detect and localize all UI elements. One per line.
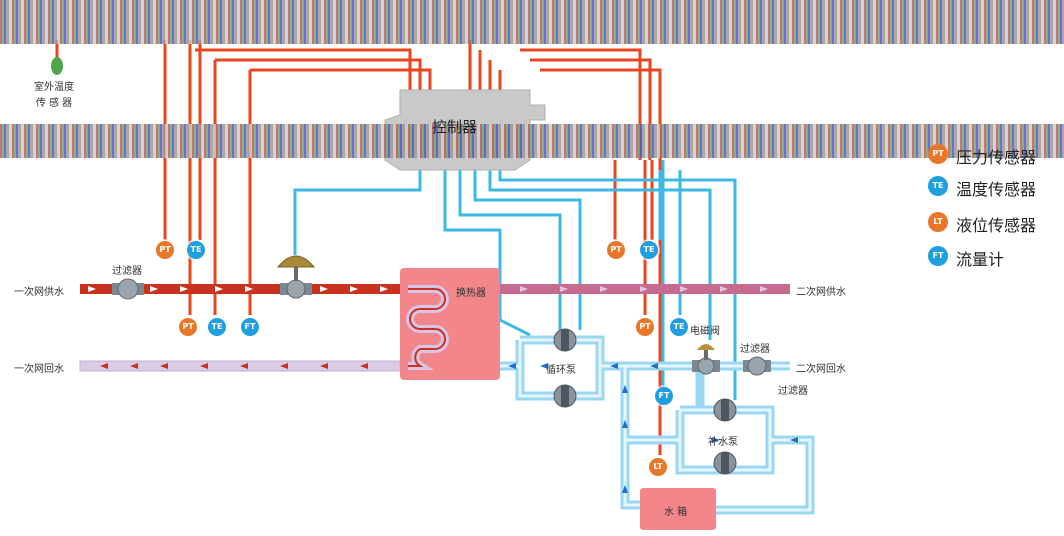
secondary-supply-label: 二次网供水 <box>796 287 846 298</box>
te-badge-supply: TE <box>187 241 205 259</box>
outdoor-sensor-label-line1: 室外温度 <box>34 82 74 93</box>
pt-badge-secondary-supply: PT <box>607 241 625 259</box>
controller-label: 控制器 <box>432 118 478 136</box>
pt-badge-return: PT <box>179 318 197 336</box>
flowmeter-icon: FT <box>928 246 948 266</box>
pt-badge-secondary-return: PT <box>636 318 654 336</box>
noise-band-middle <box>0 124 1064 158</box>
primary-supply-label: 一次网供水 <box>14 287 64 298</box>
legend-label-pressure: 压力传感器 <box>956 148 1037 167</box>
primary-supply-pipe <box>80 284 400 294</box>
filter-icon-2 <box>743 356 771 376</box>
lt-badge-tank: LT <box>649 458 667 476</box>
ft-badge-makeup: FT <box>655 387 673 405</box>
return-flow-arrows <box>100 363 368 369</box>
filter-label-secondary: 过滤器 <box>740 344 770 355</box>
secondary-return-label: 二次网回水 <box>796 364 846 375</box>
legend-label-level: 液位传感器 <box>956 216 1037 235</box>
te-badge-secondary-return: TE <box>670 318 688 336</box>
pt-badge-supply: PT <box>156 241 174 259</box>
control-valve-icon <box>276 255 316 299</box>
solenoid-valve-icon <box>692 344 720 375</box>
secondary-supply-arrows <box>520 286 768 292</box>
makeup-pump-label: 补水泵 <box>708 437 738 448</box>
outdoor-sensor-label: 室外温度 传 感 器 <box>34 80 74 112</box>
temperature-sensor-icon: TE <box>928 176 948 196</box>
heat-exchanger-label: 换热器 <box>456 288 486 299</box>
pressure-sensor-icon: PT <box>928 144 948 164</box>
level-sensor-icon: LT <box>928 212 948 232</box>
ft-badge-return: FT <box>241 318 259 336</box>
circulation-pump-icon <box>553 328 577 408</box>
legend-label-flowmeter: 流量计 <box>956 250 1005 269</box>
coil-inner <box>408 288 446 367</box>
legend-label-temperature: 温度传感器 <box>956 180 1037 199</box>
outdoor-sensor-icon <box>51 57 63 75</box>
secondary-return-arrows <box>508 363 798 493</box>
te-badge-return: TE <box>208 318 226 336</box>
primary-return-label: 一次网回水 <box>14 364 64 375</box>
solenoid-valve-label: 电磁阀 <box>690 326 720 337</box>
te-badge-secondary-supply: TE <box>640 241 658 259</box>
water-tank-label: 水 箱 <box>664 507 688 518</box>
filter-label-makeup: 过滤器 <box>778 386 808 397</box>
makeup-pump-icon <box>713 398 737 475</box>
filter-label-primary: 过滤器 <box>112 266 142 277</box>
water-tank-box <box>640 488 716 530</box>
noise-band-top <box>0 0 1064 44</box>
filter-icon <box>112 278 144 300</box>
supply-flow-arrows <box>88 286 388 292</box>
circulation-pump-label: 循环泵 <box>546 365 576 376</box>
outdoor-sensor-label-line2: 传 感 器 <box>35 98 73 109</box>
blue-signal-lines <box>293 160 737 400</box>
